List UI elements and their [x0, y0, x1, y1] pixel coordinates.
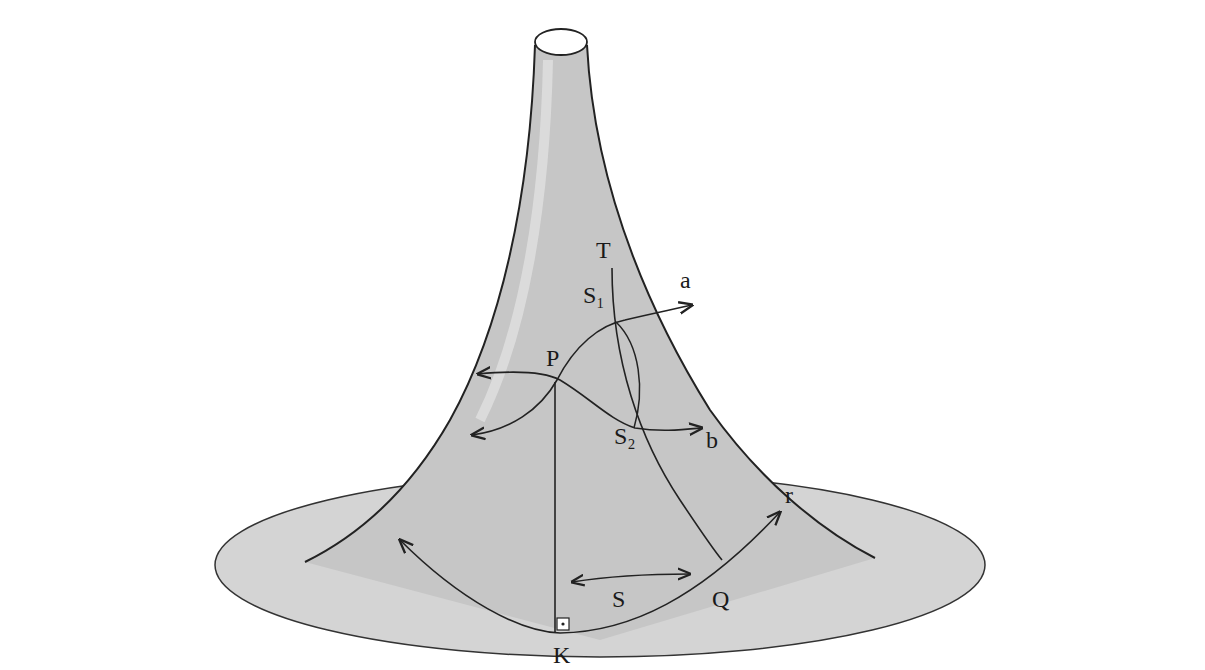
point-label: S₂ — [614, 424, 636, 448]
curve-label: a — [680, 268, 691, 292]
curve-label: r — [785, 483, 793, 507]
point-label: K — [553, 643, 570, 667]
curve-label: b — [706, 428, 718, 452]
point-label: Q — [712, 587, 729, 611]
point-label: T — [596, 238, 611, 262]
distance-label: S — [612, 587, 625, 611]
point-label: P — [546, 346, 559, 370]
point-label: S₁ — [583, 283, 605, 307]
